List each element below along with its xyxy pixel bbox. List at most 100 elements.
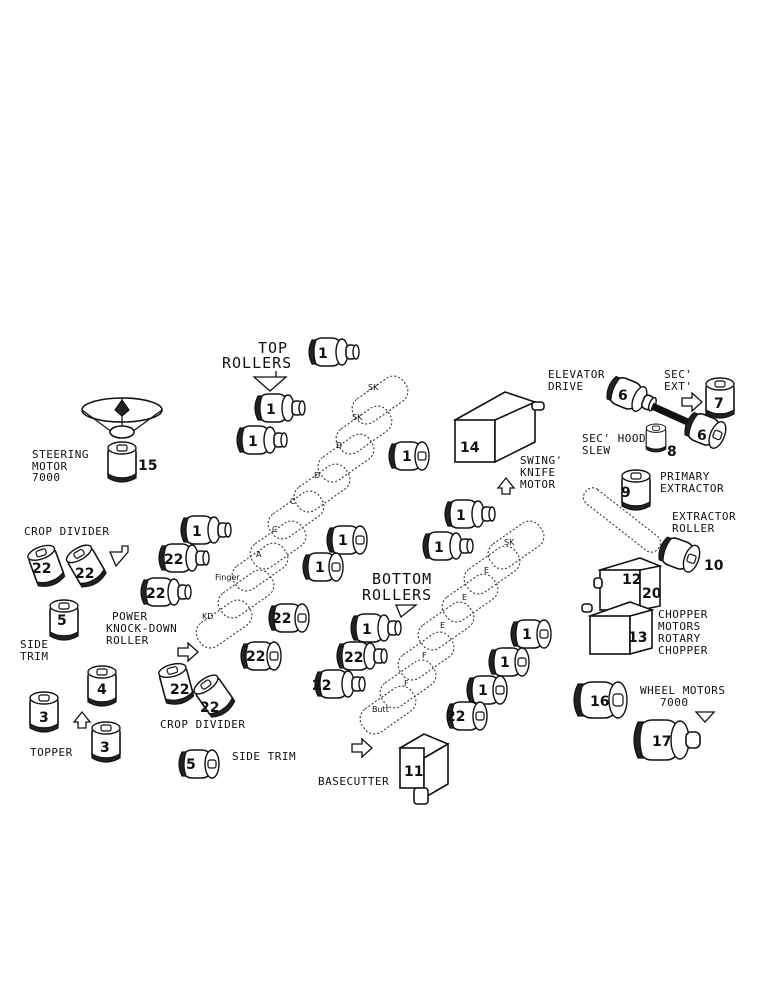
steering-motor-15: [107, 441, 137, 483]
part-number-5: 5: [57, 613, 67, 629]
side-trim-label-2: TRIM: [20, 650, 49, 663]
up-arrow: [496, 476, 516, 495]
elevator-drive-label-2: DRIVE: [548, 380, 584, 393]
roller-label-sk: SK: [368, 383, 379, 392]
part-number-22: 22: [200, 700, 219, 716]
chopper-label-2: MOTORS: [658, 620, 701, 633]
topper-label: TOPPER: [30, 746, 73, 759]
top-rollers-label-2: ROLLERS: [222, 354, 292, 372]
side-trim-label: SIDE: [20, 638, 49, 651]
sec-hood-label: SEC' HOOD: [582, 432, 646, 445]
part-number-9: 9: [621, 485, 631, 501]
wheel-motor-17: [633, 719, 701, 761]
roller-label-sk: SK: [504, 538, 515, 547]
part-number-1: 1: [266, 402, 276, 418]
steering-motor-label-2: MOTOR: [32, 460, 68, 473]
part-number-6: 6: [618, 388, 628, 404]
part-number-22: 22: [146, 586, 165, 602]
top-rollers-arrow: [252, 371, 288, 392]
part-number-1: 1: [434, 540, 444, 556]
part-number-16: 16: [590, 694, 609, 710]
wheel-motors-label: WHEEL MOTORS: [640, 684, 725, 697]
part-number-1: 1: [362, 622, 372, 638]
part-number-1: 1: [315, 560, 325, 576]
bottom-rollers-label-2: ROLLERS: [362, 586, 432, 604]
top-rollers-label: TOP: [258, 339, 288, 357]
roller-label-e: E: [484, 566, 489, 575]
part-number-1: 1: [456, 508, 466, 524]
primary-extractor-label-2: EXTRACTOR: [660, 482, 724, 495]
down-arrow: [109, 545, 129, 568]
roller-label-c: C: [272, 525, 278, 534]
extractor-roller-label: EXTRACTOR: [672, 510, 736, 523]
part-number-22: 22: [344, 650, 363, 666]
motor-1: [236, 425, 288, 455]
sec-ext-label-2: EXT': [664, 380, 693, 393]
up-arrow: [72, 710, 92, 729]
part-number-7: 7: [714, 396, 724, 412]
basecutter-gearbox-11: [398, 733, 450, 805]
power-knockdown-label-3: ROLLER: [106, 634, 149, 647]
part-number-20: 20: [642, 586, 662, 602]
part-number-22: 22: [164, 552, 183, 568]
part-number-1: 1: [522, 627, 532, 643]
roller-label-a: A: [256, 550, 262, 559]
part-number-10: 10: [704, 558, 724, 574]
wheel-motor-16: [573, 681, 628, 719]
elevator-motor-6: [602, 372, 662, 420]
part-number-6: 6: [697, 428, 707, 444]
motor-1: [308, 337, 360, 367]
motor-1: [350, 613, 402, 643]
swing-knife-label-2: KNIFE: [520, 466, 556, 479]
right-arrow: [681, 391, 703, 413]
basecutter-label: BASECUTTER: [318, 775, 389, 788]
motor-1: [180, 515, 232, 545]
part-number-11: 11: [404, 764, 423, 780]
chopper-label: CHOPPER: [658, 608, 708, 621]
extractor-roller-label-2: ROLLER: [672, 522, 715, 535]
part-number-1: 1: [338, 533, 348, 549]
bottom-rollers-label: BOTTOM: [372, 570, 432, 588]
roller-label-butt: Butt: [372, 705, 389, 714]
part-number-1: 1: [500, 655, 510, 671]
part-number-22: 22: [170, 682, 189, 698]
roller-label-e: E: [462, 593, 467, 602]
right-arrow: [177, 641, 199, 663]
part-number-22: 22: [246, 649, 265, 665]
chopper-label-4: CHOPPER: [658, 644, 708, 657]
wheel-motors-label-2: 7000: [660, 696, 689, 709]
roller-label-f: F: [404, 679, 409, 688]
primary-extractor-label: PRIMARY: [660, 470, 710, 483]
extractor-motor-10: [654, 533, 704, 576]
part-number-5: 5: [186, 757, 196, 773]
crop-divider-label: CROP DIVIDER: [24, 525, 109, 538]
part-number-14: 14: [460, 440, 480, 456]
roller-label-d: D: [336, 441, 342, 450]
swing-knife-label-3: MOTOR: [520, 478, 556, 491]
side-trim-motor-5: [178, 749, 220, 779]
roller-label-finger: Finger: [215, 573, 240, 582]
steering-motor-label-3: 7000: [32, 471, 61, 484]
bottom-rollers-arrow: [395, 604, 418, 619]
side-trim-label-bottom: SIDE TRIM: [232, 750, 296, 763]
chopper-motor-box-13: [581, 601, 655, 656]
part-number-13: 13: [628, 630, 647, 646]
extractor-roller: [582, 487, 662, 553]
steering-motor-label: STEERING: [32, 448, 89, 461]
down-arrow: [694, 711, 716, 723]
power-knockdown-label: POWER: [112, 610, 148, 623]
roller-label-e: E: [440, 621, 445, 630]
roller-label-kd: KD: [202, 612, 213, 621]
roller-label-c: C: [290, 497, 296, 506]
part-number-22: 22: [32, 561, 51, 577]
roller-label-sk: SK: [352, 413, 363, 422]
sec-ext-label: SEC': [664, 368, 693, 381]
part-number-1: 1: [402, 449, 412, 465]
part-number-1: 1: [192, 524, 202, 540]
part-number-3: 3: [39, 710, 49, 726]
part-number-1: 1: [248, 434, 258, 450]
elevator-shaft: [650, 402, 694, 428]
swing-knife-motor-box: [453, 391, 545, 464]
part-number-22: 22: [446, 709, 465, 725]
part-number-22: 22: [75, 566, 94, 582]
